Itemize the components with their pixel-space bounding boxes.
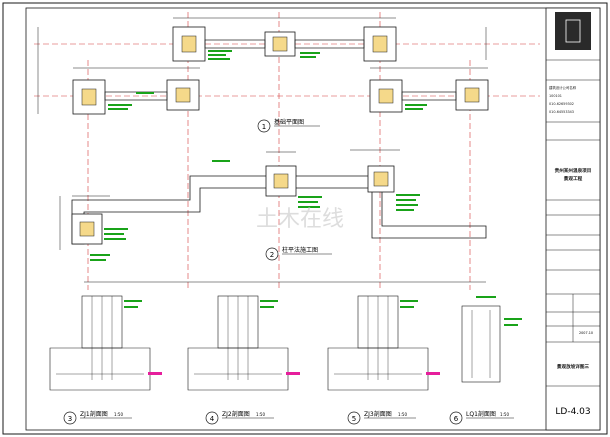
marker-1-label: 1 <box>262 123 266 131</box>
section-zj2-title: ZJ2剖面图 <box>222 410 250 418</box>
project-name-2: 景观工程 <box>564 175 583 182</box>
sheet-title: 景观放坡详图三 <box>557 363 590 370</box>
logo-block <box>555 12 591 50</box>
marker-4 <box>205 411 219 425</box>
marker-6-label: 6 <box>454 415 459 423</box>
foundation-plan-title: 基础平面图 <box>274 118 304 126</box>
company-line-3: 010-62659302 <box>549 102 574 106</box>
company-line-1: 建筑设计公司名称 <box>549 85 577 90</box>
project-name-1: 贵州某州温泉项目 <box>555 167 592 174</box>
section-lq-title: LQ1剖面图 <box>466 410 496 418</box>
marker-2-label: 2 <box>270 251 274 259</box>
marker-4-label: 4 <box>210 415 215 423</box>
marker-6 <box>449 411 463 425</box>
section-zj1-scale: 1:50 <box>114 412 123 417</box>
marker-1 <box>257 119 271 133</box>
watermark: 土木在线 <box>256 207 344 232</box>
sheet-number: LD-4.03 <box>555 407 590 417</box>
marker-3 <box>63 411 77 425</box>
section-zj2-scale: 1:50 <box>256 412 265 417</box>
section-lq-scale: 1:50 <box>500 412 509 417</box>
date-label: 2007.10 <box>579 331 593 335</box>
section-zj3-scale: 1:50 <box>398 412 407 417</box>
marker-2 <box>265 247 279 261</box>
marker-5 <box>347 411 361 425</box>
marker-5-label: 5 <box>352 415 356 423</box>
company-line-2: 100101 <box>549 94 562 98</box>
foundation-plan: 1 基础平面图 <box>34 12 540 290</box>
marker-3-label: 3 <box>68 415 72 423</box>
column-plan: 2 柱平法施工图 土木在线 <box>59 149 487 283</box>
company-line-4: 010-64553343 <box>549 110 574 114</box>
section-details: 3 4 5 6 ZJ1剖面图 ZJ2剖面图 ZJ3剖面图 LQ1剖面图 1:50… <box>49 295 522 425</box>
section-zj3-title: ZJ3剖面图 <box>364 410 392 418</box>
section-zj1-title: ZJ1剖面图 <box>80 410 108 418</box>
column-plan-title: 柱平法施工图 <box>282 246 318 254</box>
title-block: 建筑设计公司名称 100101 010-62659302 010-6455334… <box>545 7 601 431</box>
